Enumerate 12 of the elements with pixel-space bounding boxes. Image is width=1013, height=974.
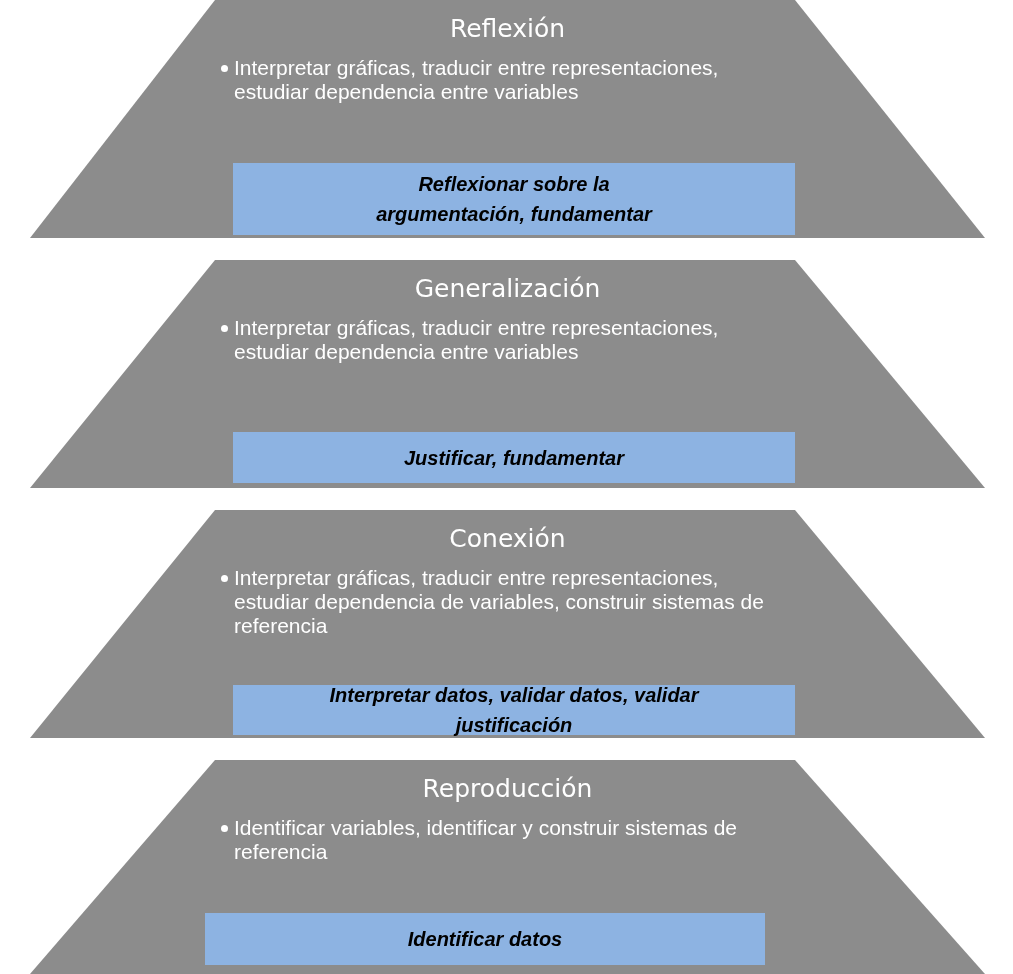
- bullet-text: Interpretar gráficas, traducir entre representaciones, estudiar dependencia de variables, construir sistemas de referencia: [234, 566, 765, 638]
- skill-box: Identificar datos: [205, 913, 765, 965]
- bullet-text: Identificar variables, identificar y construir sistemas de referencia: [234, 816, 739, 864]
- bullet-text: Interpretar gráficas, traducir entre representaciones, estudiar dependencia entre variables: [234, 316, 720, 364]
- level-heading: Reflexión: [448, 14, 567, 43]
- skill-box: Interpretar datos, validar datos, validar justificación: [233, 685, 795, 735]
- level-heading: Reproducción: [421, 774, 594, 803]
- level-heading: Conexión: [448, 524, 567, 553]
- level-heading: Generalización: [413, 274, 602, 303]
- skill-box: Justificar, fundamentar: [233, 432, 795, 483]
- bullet-text: Interpretar gráficas, traducir entre representaciones, estudiar dependencia entre variables: [234, 56, 720, 104]
- skill-box: Reflexionar sobre la argumentación, fundamentar: [233, 163, 795, 235]
